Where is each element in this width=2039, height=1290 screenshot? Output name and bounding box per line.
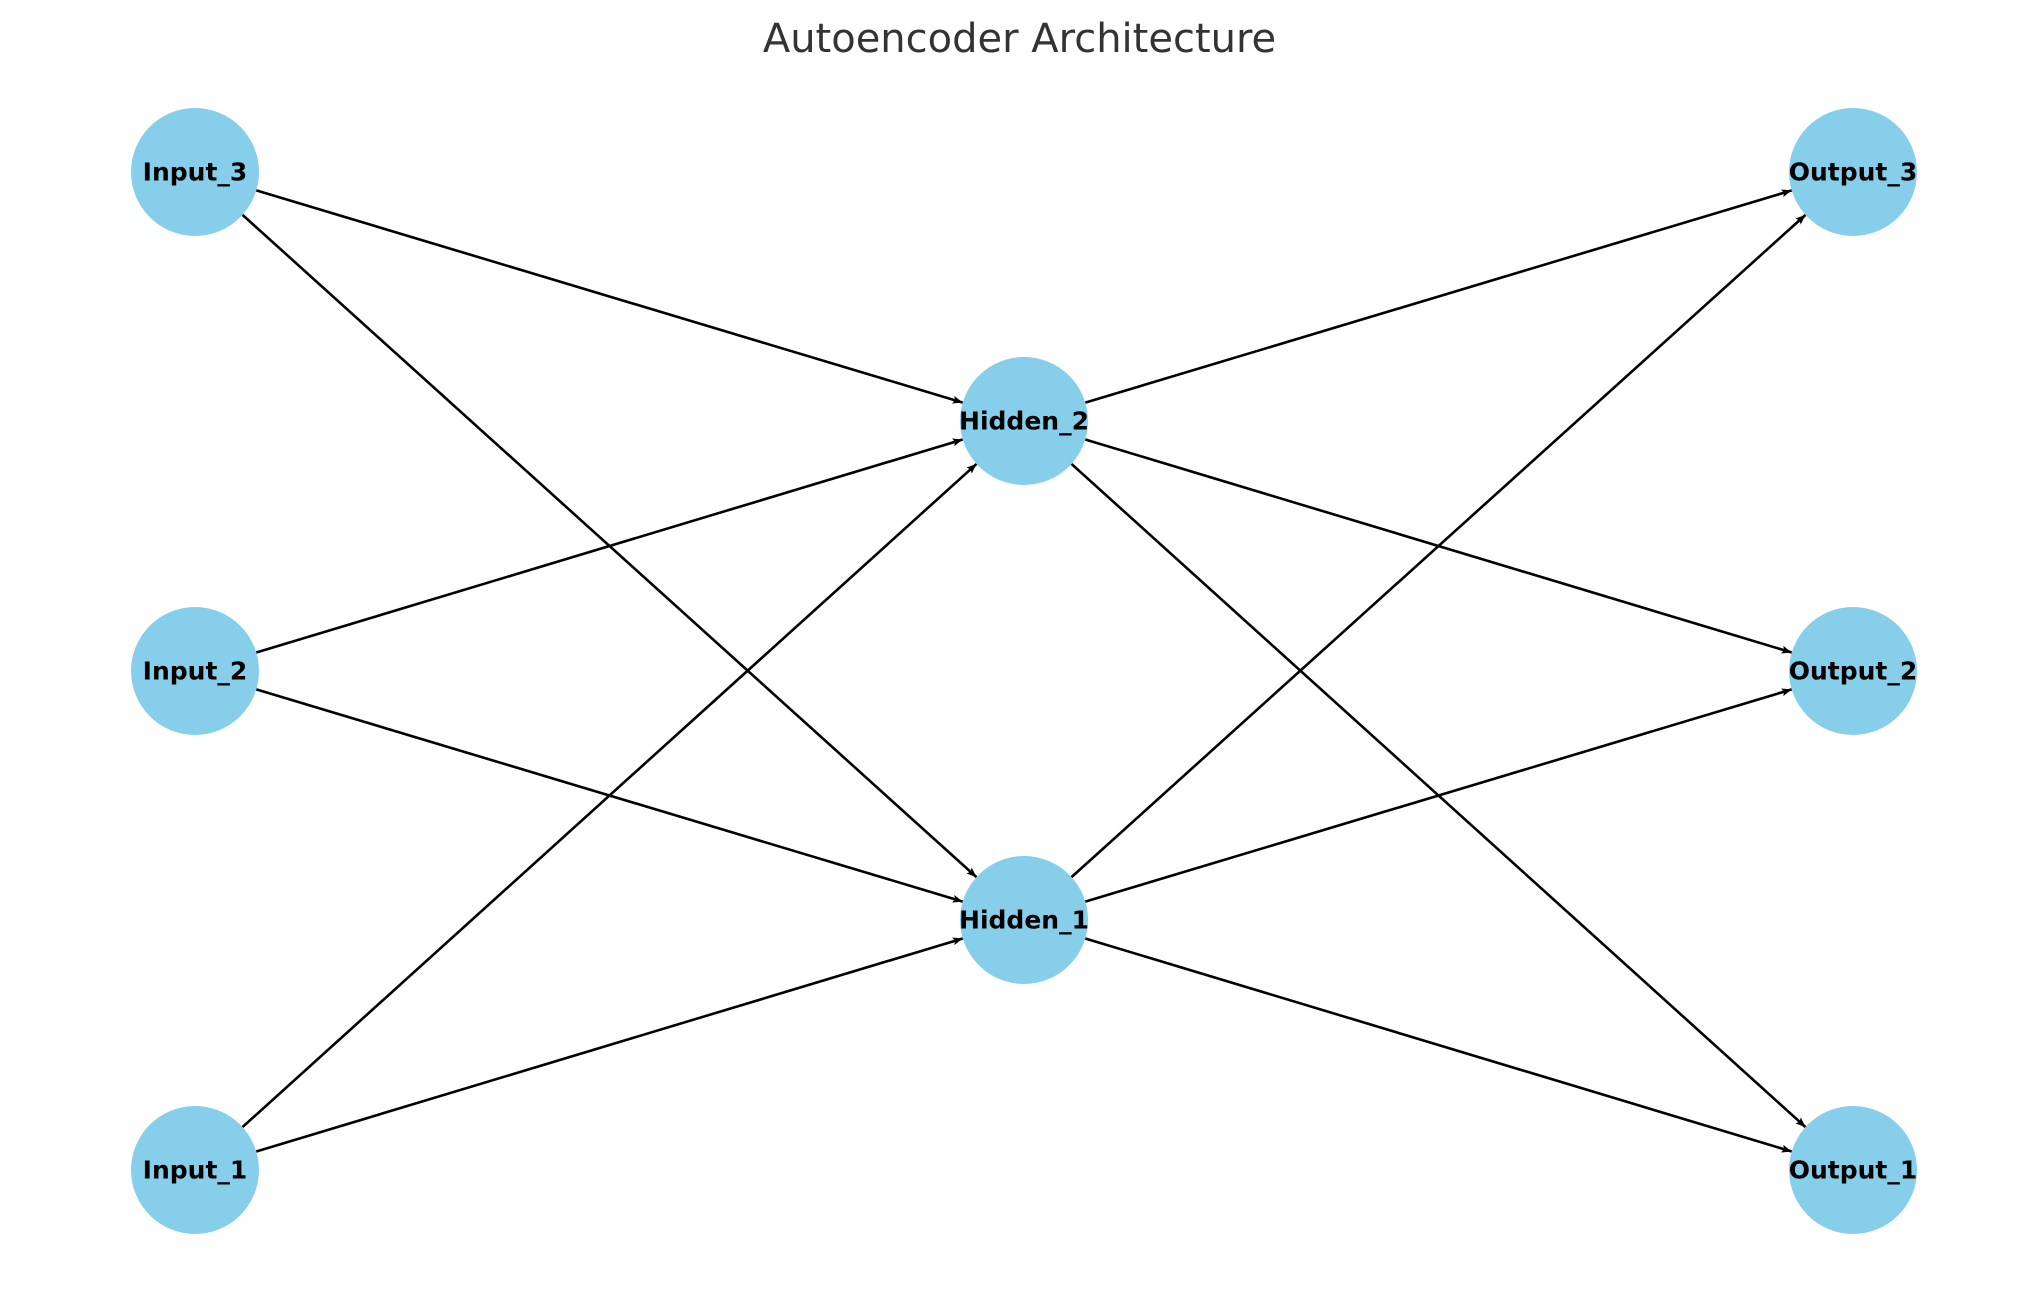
- node-label-output-2: Output_2: [1789, 657, 1918, 686]
- node-input-1: Input_1: [131, 1106, 259, 1234]
- node-label-output-1: Output_1: [1789, 1156, 1918, 1185]
- edge-hidden-1-to-output-1: [1084, 937, 1793, 1153]
- edge-input-2-to-hidden-1: [255, 688, 964, 903]
- node-output-3: Output_3: [1789, 108, 1918, 236]
- node-label-hidden-1: Hidden_1: [959, 906, 1089, 935]
- edge-input-3-to-hidden-2: [255, 189, 964, 404]
- node-output-2: Output_2: [1789, 607, 1918, 735]
- node-input-3: Input_3: [131, 108, 259, 236]
- edge-hidden-2-to-output-3: [1084, 189, 1793, 404]
- edges-layer: [241, 189, 1807, 1153]
- node-label-input-1: Input_1: [143, 1156, 248, 1185]
- node-hidden-1: Hidden_1: [959, 856, 1089, 984]
- nodes-layer: Input_1Input_2Input_3Hidden_1Hidden_2Out…: [131, 108, 1917, 1234]
- node-label-input-2: Input_2: [143, 657, 248, 686]
- node-output-1: Output_1: [1789, 1106, 1918, 1234]
- node-circle-output-2: [1789, 607, 1917, 735]
- node-circle-hidden-1: [960, 856, 1088, 984]
- node-circle-output-1: [1789, 1106, 1917, 1234]
- edge-input-1-to-hidden-1: [255, 937, 964, 1153]
- node-label-input-3: Input_3: [143, 158, 248, 187]
- node-circle-input-2: [131, 607, 259, 735]
- node-input-2: Input_2: [131, 607, 259, 735]
- node-circle-input-1: [131, 1106, 259, 1234]
- node-circle-hidden-2: [960, 357, 1088, 485]
- node-circle-input-3: [131, 108, 259, 236]
- node-label-hidden-2: Hidden_2: [959, 407, 1089, 436]
- diagram-title: Autoencoder Architecture: [763, 16, 1276, 62]
- edge-hidden-2-to-output-2: [1084, 438, 1793, 654]
- node-hidden-2: Hidden_2: [959, 357, 1089, 485]
- node-label-output-3: Output_3: [1789, 158, 1918, 187]
- edge-hidden-2-to-output-1: [1070, 462, 1807, 1129]
- edge-input-3-to-hidden-1: [241, 213, 978, 879]
- node-circle-output-3: [1789, 108, 1917, 236]
